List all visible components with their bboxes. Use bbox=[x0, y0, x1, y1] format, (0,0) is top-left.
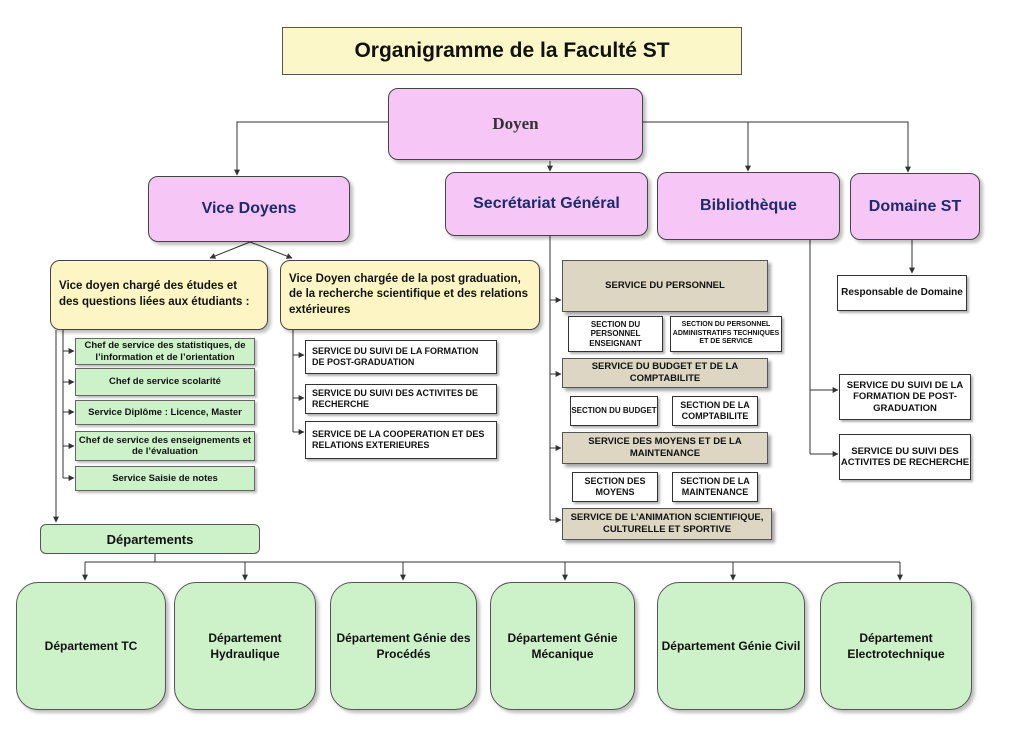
departement-tc-box: Département TC bbox=[16, 582, 166, 710]
section-comptabilite-box: SECTION DE LA COMPTABILITE bbox=[672, 396, 758, 426]
service-personnel-box: SERVICE DU PERSONNEL bbox=[562, 260, 768, 312]
service-statistiques-box: Chef de service des statistiques, de l’i… bbox=[75, 338, 255, 365]
bib-service-recherche-box: SERVICE DU SUIVI DES ACTIVITES DE RECHER… bbox=[839, 434, 971, 480]
domaine-st-box: Domaine ST bbox=[850, 173, 980, 240]
service-saisie-notes-box: Service Saisie de notes bbox=[75, 466, 255, 491]
service-animation-box: SERVICE DE L’ANIMATION SCIENTIFIQUE, CUL… bbox=[562, 508, 772, 540]
section-personnel-enseignant-box: SECTION DU PERSONNEL ENSEIGNANT bbox=[568, 316, 663, 352]
departement-genie-mecanique-box: Département Génie Mécanique bbox=[490, 582, 635, 710]
section-moyens-box: SECTION DES MOYENS bbox=[572, 472, 658, 502]
responsable-domaine-box: Responsable de Domaine bbox=[837, 275, 967, 311]
service-suivi-activites-box: SERVICE DU SUIVI DES ACTIVITES DE RECHER… bbox=[305, 384, 497, 414]
departements-box: Départements bbox=[40, 524, 260, 554]
service-moyens-box: SERVICE DES MOYENS ET DE LA MAINTENANCE bbox=[562, 432, 768, 464]
service-budget-box: SERVICE DU BUDGET ET DE LA COMPTABILITE bbox=[562, 358, 768, 388]
departement-hydraulique-box: Département Hydraulique bbox=[174, 582, 316, 710]
section-maintenance-box: SECTION DE LA MAINTENANCE bbox=[672, 472, 758, 502]
service-diplome-box: Service Diplôme : Licence, Master bbox=[75, 400, 255, 425]
secretariat-general-box: Secrétariat Général bbox=[445, 172, 648, 236]
service-cooperation-box: SERVICE DE LA COOPERATION ET DES RELATIO… bbox=[305, 421, 497, 459]
bibliotheque-box: Bibliothèque bbox=[657, 172, 840, 240]
service-scolarite-box: Chef de service scolarité bbox=[75, 368, 255, 396]
bib-service-formation-box: SERVICE DU SUIVI DE LA FORMATION DE POST… bbox=[839, 374, 971, 420]
service-suivi-formation-box: SERVICE DU SUIVI DE LA FORMATION DE POST… bbox=[305, 340, 497, 374]
doyen-box: Doyen bbox=[388, 88, 643, 160]
section-budget-box: SECTION DU BUDGET bbox=[570, 396, 658, 426]
vice-doyen-post-graduation-box: Vice Doyen chargée de la post graduation… bbox=[280, 260, 540, 330]
section-personnel-admin-box: SECTION DU PERSONNEL ADMINISTRATIFS TECH… bbox=[670, 316, 782, 352]
chart-title: Organigramme de la Faculté ST bbox=[282, 27, 742, 75]
departement-genie-procedes-box: Département Génie des Procédés bbox=[330, 582, 477, 710]
service-enseignements-box: Chef de service des enseignements et de … bbox=[75, 431, 255, 461]
departement-electrotechnique-box: Département Electrotechnique bbox=[820, 582, 972, 710]
vice-doyens-box: Vice Doyens bbox=[148, 176, 350, 242]
departement-genie-civil-box: Département Génie Civil bbox=[657, 582, 805, 710]
vice-doyen-etudes-box: Vice doyen chargé des études et des ques… bbox=[50, 260, 268, 330]
